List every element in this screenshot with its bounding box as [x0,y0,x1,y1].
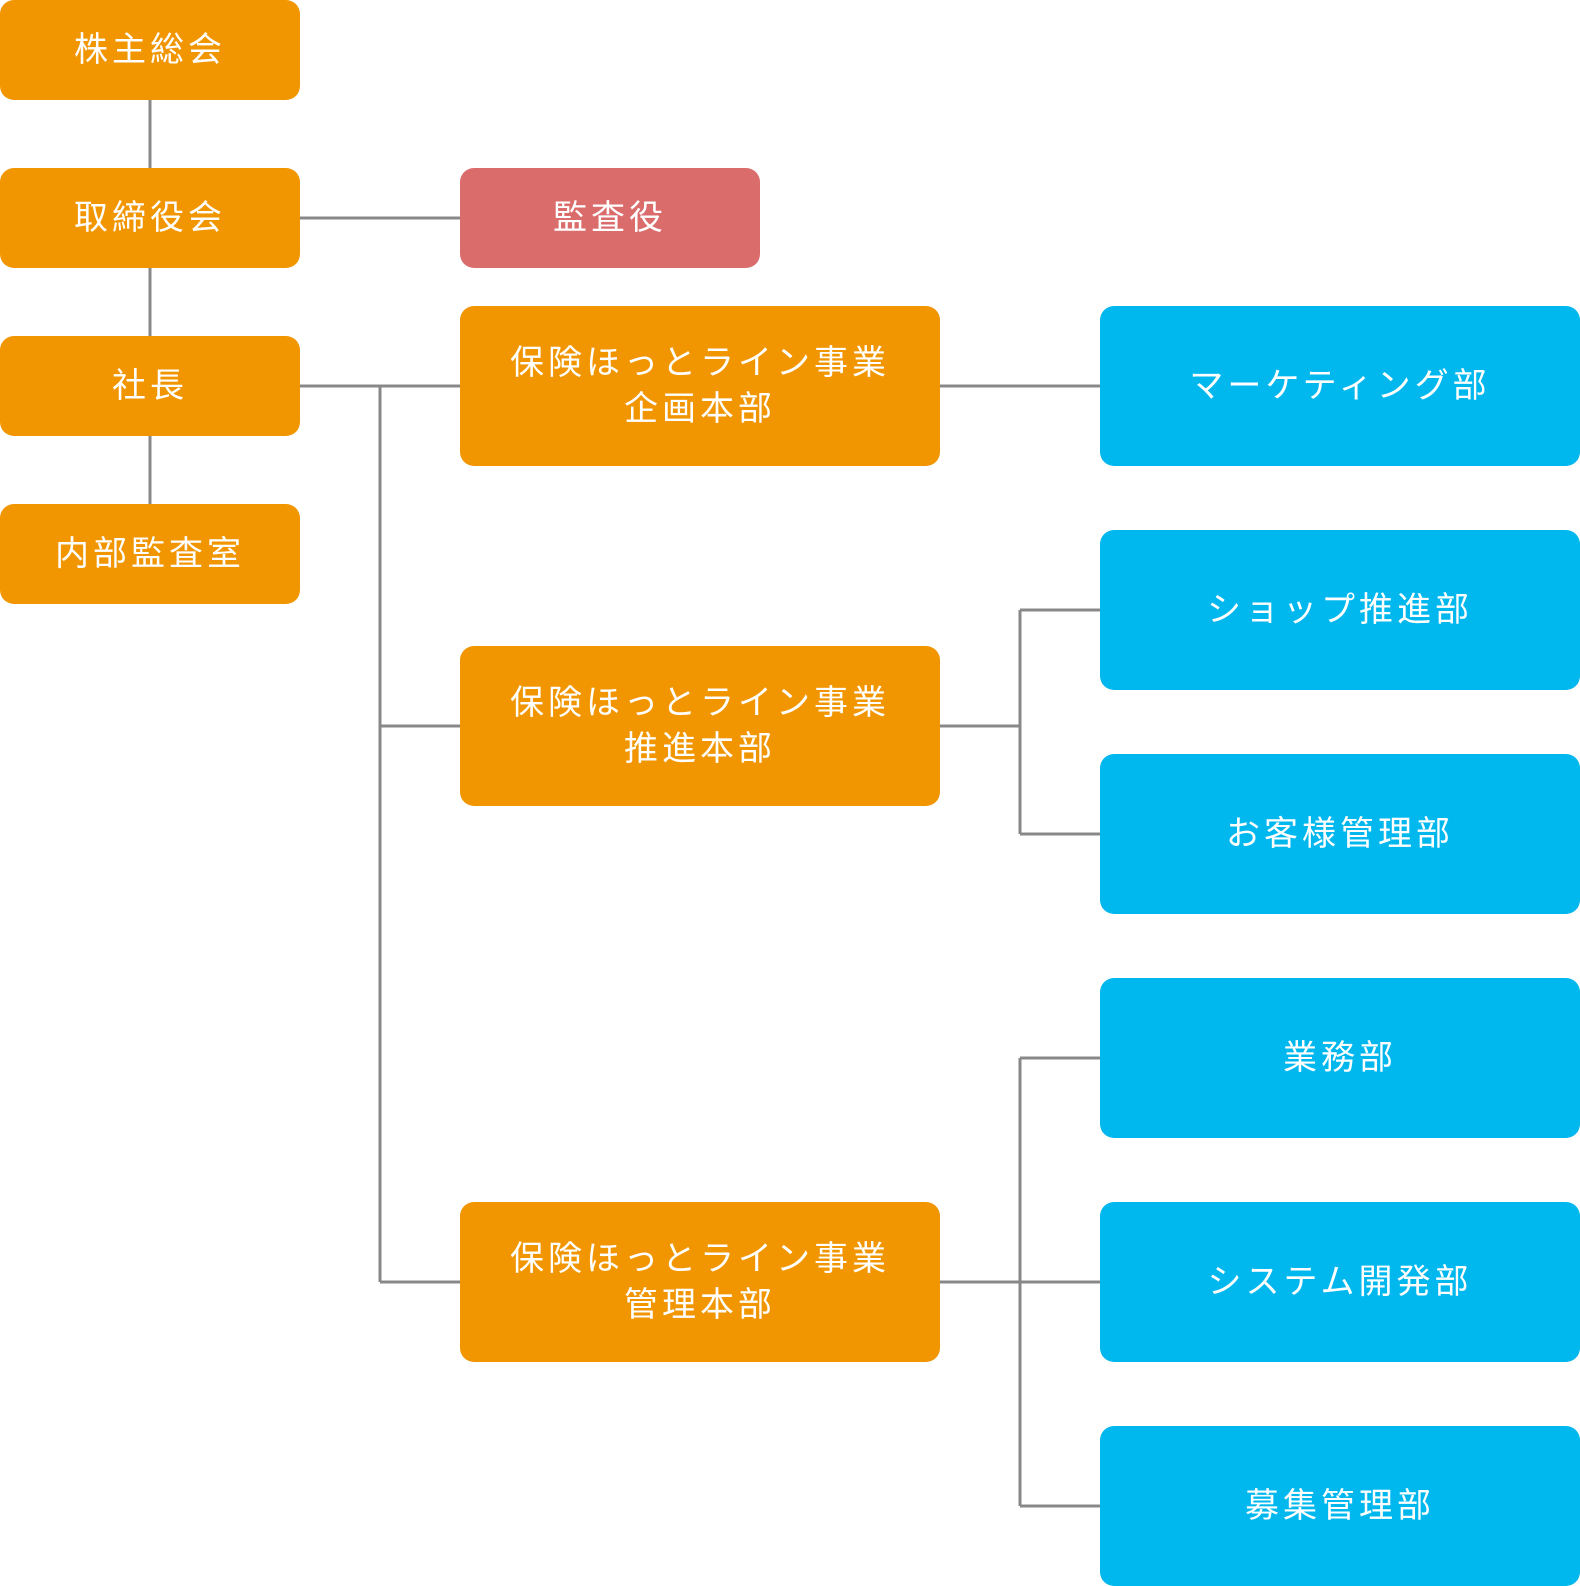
node-label: 監査役 [553,198,667,238]
node-label: システム開発部 [1207,1262,1473,1302]
node-label-line2: 推進本部 [624,729,776,769]
node-label: 業務部 [1283,1038,1397,1078]
node-president: 社長 [0,336,300,436]
node-label: 保険ほっとライン事業 推進本部 [510,680,890,772]
node-label-line1: 保険ほっとライン事業 [510,1239,890,1279]
node-promotion-hq: 保険ほっとライン事業 推進本部 [460,646,940,806]
node-label-line2: 企画本部 [624,389,776,429]
node-auditor: 監査役 [460,168,760,268]
node-label: お客様管理部 [1226,814,1454,854]
node-internal-audit-office: 内部監査室 [0,504,300,604]
node-shareholders-meeting: 株主総会 [0,0,300,100]
node-label-line1: 保険ほっとライン事業 [510,343,890,383]
node-board-of-directors: 取締役会 [0,168,300,268]
node-label-line1: 保険ほっとライン事業 [510,683,890,723]
node-operations-dept: 業務部 [1100,978,1580,1138]
node-label: 募集管理部 [1245,1486,1435,1526]
node-label-line2: 管理本部 [624,1285,776,1325]
node-system-development-dept: システム開発部 [1100,1202,1580,1362]
node-label: 内部監査室 [55,534,245,574]
node-planning-hq: 保険ほっとライン事業 企画本部 [460,306,940,466]
node-label: 社長 [112,366,188,406]
node-customer-management-dept: お客様管理部 [1100,754,1580,914]
node-label: 保険ほっとライン事業 企画本部 [510,340,890,432]
node-marketing-dept: マーケティング部 [1100,306,1580,466]
node-label: 保険ほっとライン事業 管理本部 [510,1236,890,1328]
node-label: マーケティング部 [1189,366,1491,406]
node-shop-promotion-dept: ショップ推進部 [1100,530,1580,690]
node-recruitment-management-dept: 募集管理部 [1100,1426,1580,1586]
node-label: 株主総会 [74,30,226,70]
node-label: ショップ推進部 [1207,590,1473,630]
node-label: 取締役会 [74,198,226,238]
node-management-hq: 保険ほっとライン事業 管理本部 [460,1202,940,1362]
